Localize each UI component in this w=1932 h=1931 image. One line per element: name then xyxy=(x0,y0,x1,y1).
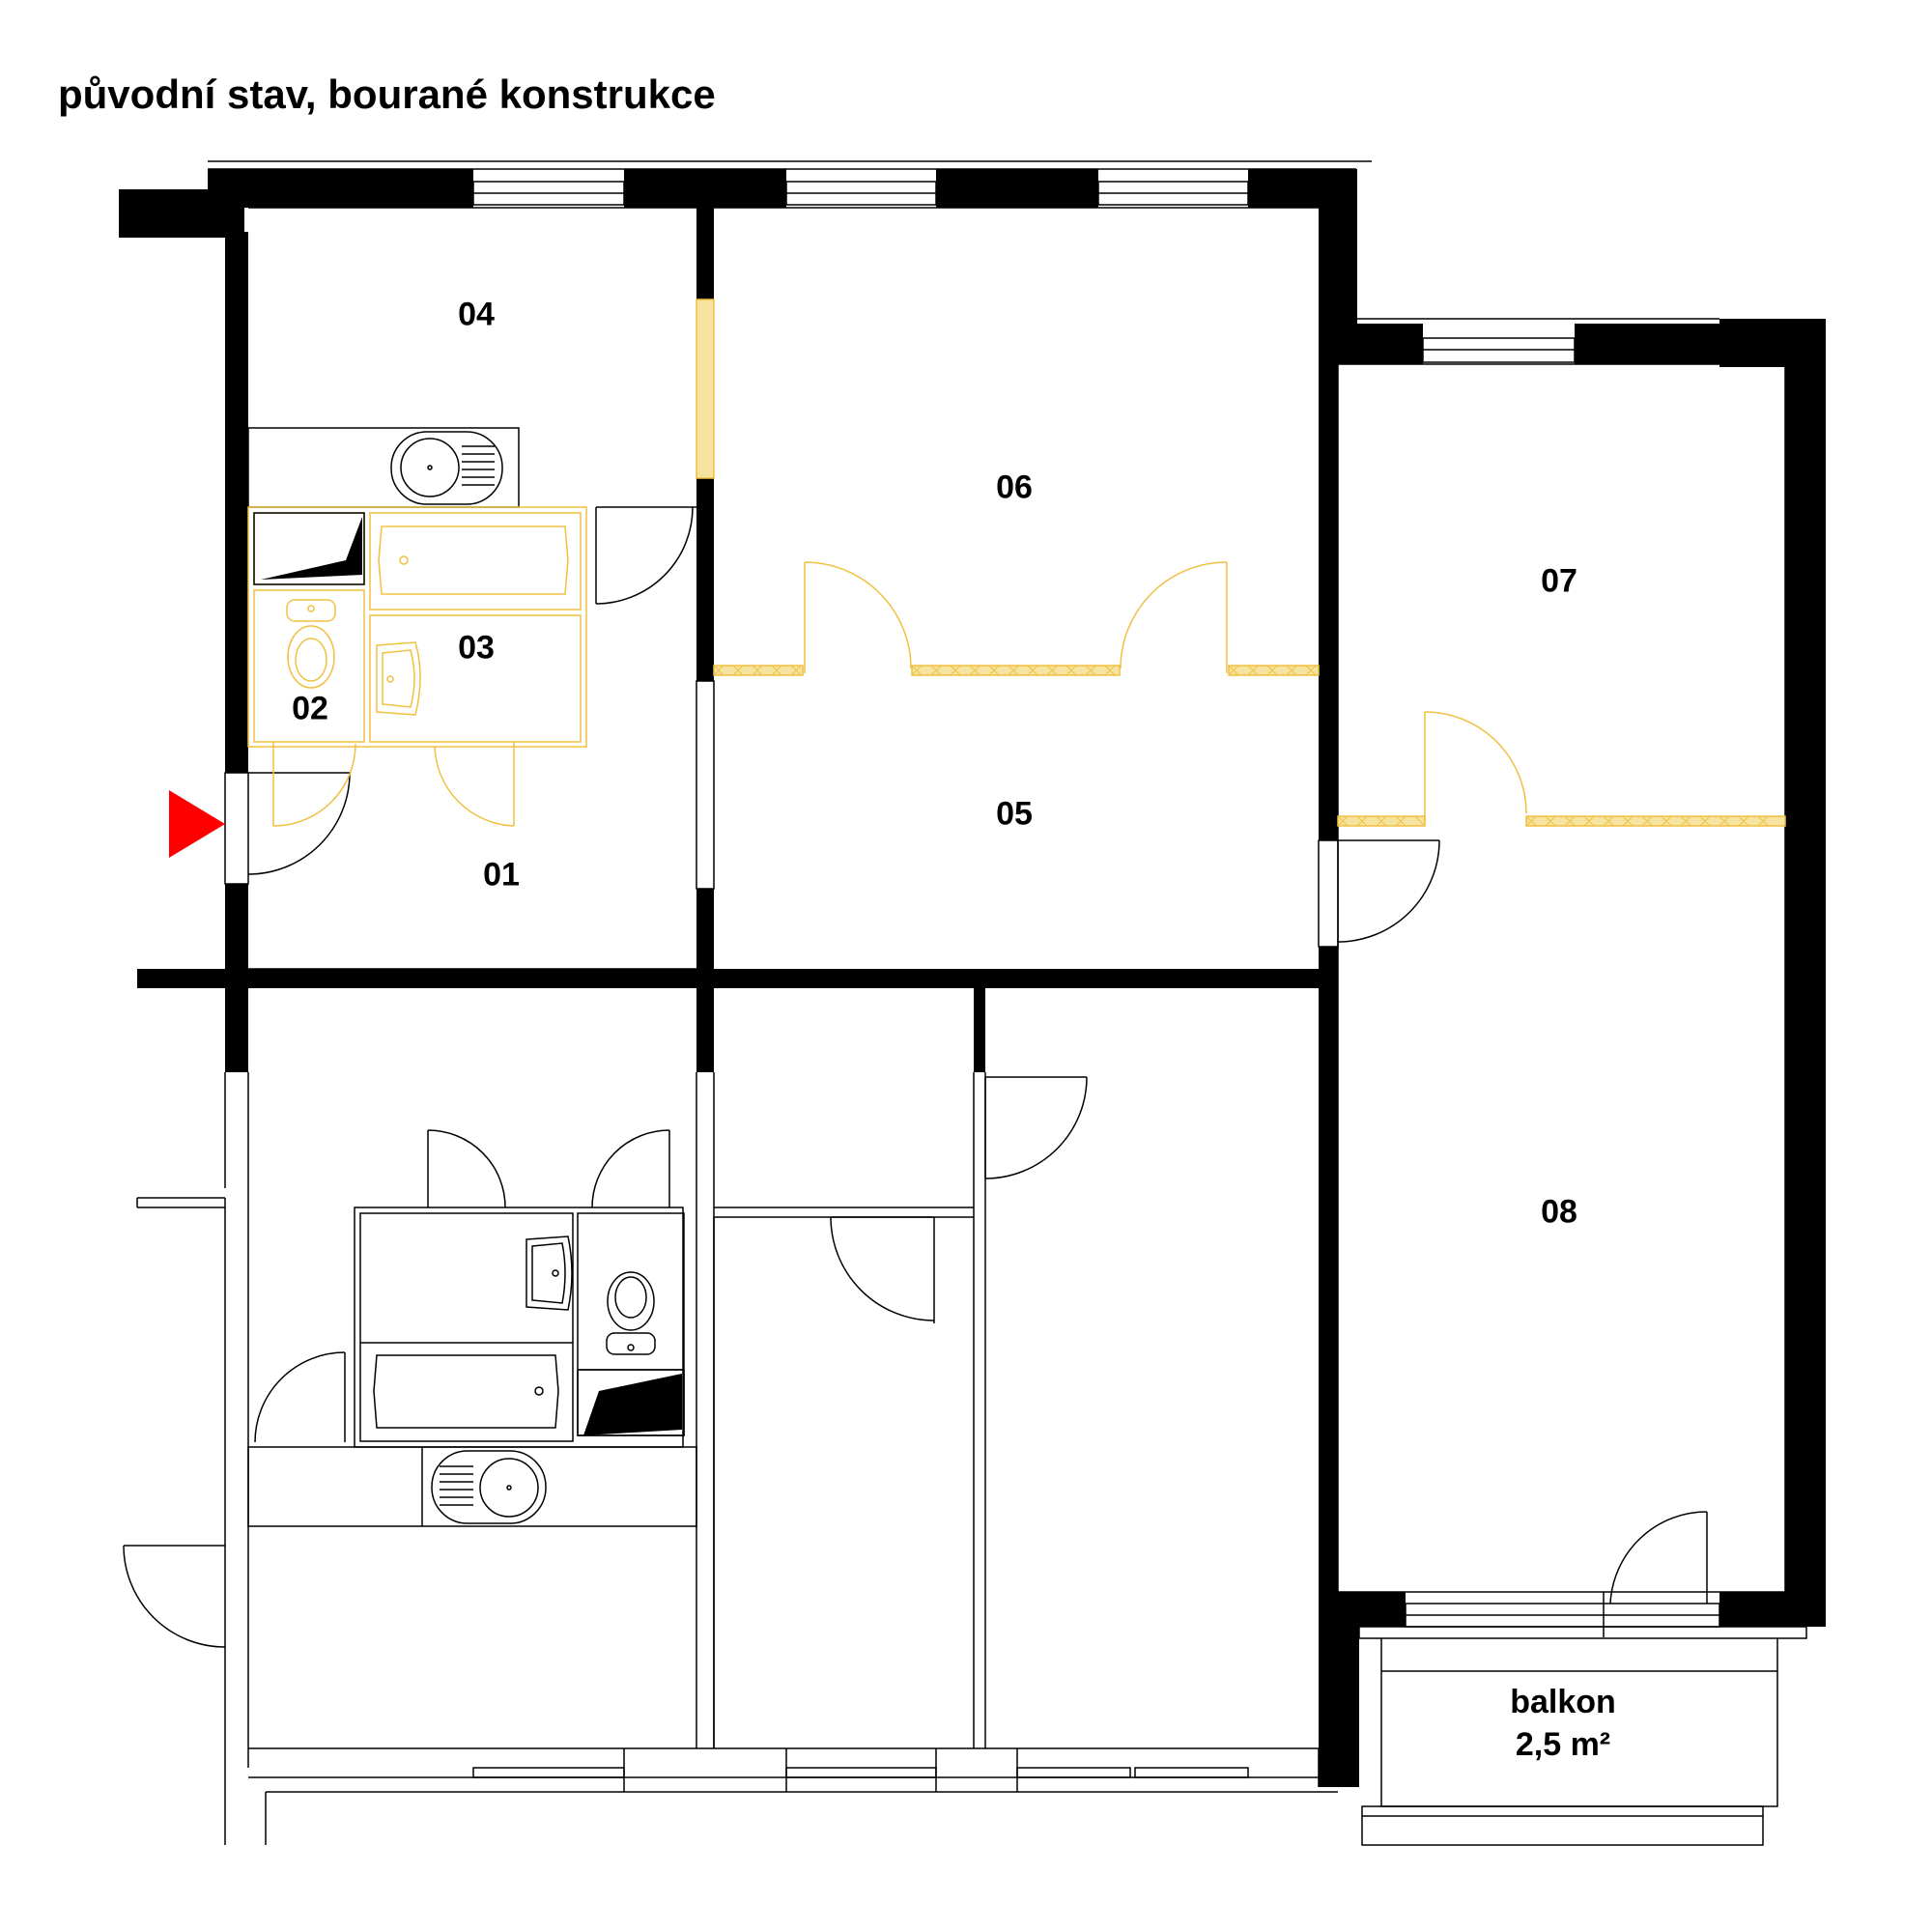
door-swings xyxy=(123,506,1708,1652)
window-icon xyxy=(472,1767,625,1778)
demolished-hatching xyxy=(713,665,1769,827)
window-icon xyxy=(785,1767,937,1778)
room-label-03: 03 xyxy=(458,629,495,667)
installation-shafts xyxy=(261,517,682,1435)
thin-lines xyxy=(136,160,1807,1846)
door-swing-icon xyxy=(1609,1511,1708,1604)
door-swing-icon xyxy=(595,506,696,605)
door-swing-icon xyxy=(804,561,912,673)
door-swing-icon xyxy=(1120,561,1228,673)
load-bearing-walls xyxy=(119,169,1826,1787)
sink-icon xyxy=(431,1450,547,1524)
door-swing-icon xyxy=(254,1351,346,1443)
room-label-08: 08 xyxy=(1541,1193,1577,1231)
page-title: původní stav, bourané konstrukce xyxy=(58,71,716,117)
bathtub-icon xyxy=(373,1354,559,1429)
room-label-01: 01 xyxy=(483,856,520,894)
toilet-icon xyxy=(286,599,336,689)
door-swing-icon xyxy=(123,1545,226,1652)
bathtub-icon xyxy=(378,525,569,595)
room-label-04: 04 xyxy=(458,296,495,333)
window-icon xyxy=(1134,1767,1249,1778)
fixtures xyxy=(373,431,656,1524)
washbasin-icon xyxy=(376,641,421,716)
door-swing-icon xyxy=(591,1129,670,1208)
entrance-arrow-icon xyxy=(169,790,225,858)
demolished-structures xyxy=(247,298,1786,827)
balcony-name: balkon xyxy=(1510,1684,1616,1720)
balcony-area: 2,5 m² xyxy=(1515,1726,1611,1763)
door-swing-icon xyxy=(272,742,356,827)
sink-icon xyxy=(390,431,503,505)
toilet-icon xyxy=(606,1271,656,1355)
room-label-02: 02 xyxy=(292,690,328,727)
door-swing-icon xyxy=(247,772,351,875)
room-label-05: 05 xyxy=(996,795,1033,833)
door-swing-icon xyxy=(984,1076,1088,1179)
door-swing-icon xyxy=(434,742,515,827)
room-label-06: 06 xyxy=(996,469,1033,506)
balcony-label: balkon 2,5 m² xyxy=(1510,1681,1616,1766)
window-icon xyxy=(1016,1767,1131,1778)
door-swing-icon xyxy=(830,1216,935,1323)
washbasin-icon xyxy=(526,1235,573,1311)
door-swing-icon xyxy=(1424,711,1527,823)
door-swing-icon xyxy=(1337,839,1440,943)
room-label-07: 07 xyxy=(1541,562,1577,600)
door-swing-icon xyxy=(427,1129,506,1208)
